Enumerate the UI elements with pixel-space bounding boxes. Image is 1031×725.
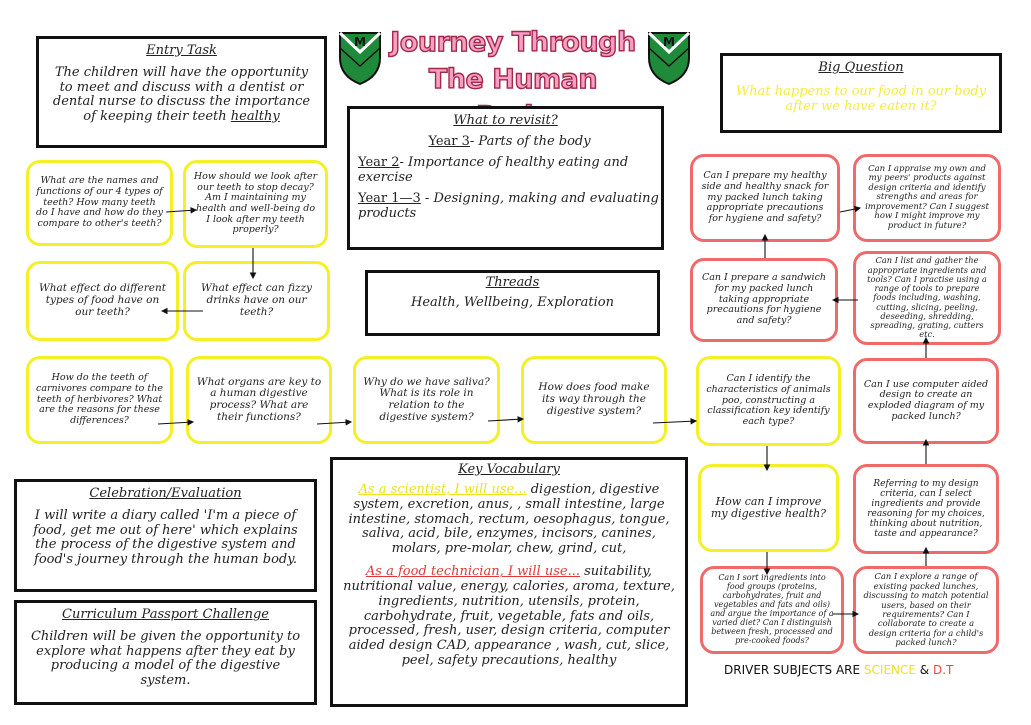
arrow <box>165 207 198 214</box>
passport-text: Children will be given the opportunity t… <box>30 629 301 688</box>
school-logo-right: M <box>647 31 691 86</box>
vocab-science: As a scientist, I will use... digestion,… <box>348 482 670 557</box>
science-question-card: What effect can fizzy drinks have on our… <box>183 261 330 341</box>
vocab-dt-lead: As a food technician, I will use... <box>365 564 580 580</box>
science-question-card: What effect do different types of food h… <box>26 261 179 341</box>
revisit-line-2: Year 2- Importance of healthy eating and… <box>358 155 629 185</box>
entry-task-keyword: healthy <box>230 108 280 124</box>
passport-panel: Curriculum Passport Challenge Children w… <box>14 600 317 705</box>
dt-question-card: Can I explore a range of existing packed… <box>853 566 999 654</box>
vocab-science-lead: As a scientist, I will use... <box>358 482 527 497</box>
entry-task-title: Entry Task <box>146 43 217 58</box>
revisit-panel: What to revisit? Year 3- Parts of the bo… <box>347 106 664 250</box>
entry-task-panel: Entry Task The children will have the op… <box>36 36 327 148</box>
school-logo-left: M <box>338 31 382 86</box>
science-question-card: How should we look after our teeth to st… <box>183 160 328 248</box>
big-question-text: What happens to our food in our body aft… <box>735 84 987 114</box>
threads-panel: Threads Health, Wellbeing, Exploration <box>365 270 660 336</box>
entry-task-text: The children will have the opportunity t… <box>52 65 311 124</box>
vocab-title: Key Vocabulary <box>458 462 560 477</box>
celebration-text: I will write a diary called 'I'm a piece… <box>33 508 298 567</box>
driver-subjects: DRIVER SUBJECTS ARE SCIENCE & D.T <box>724 663 954 677</box>
arrow <box>157 419 195 426</box>
big-question-title: Big Question <box>818 60 904 75</box>
dt-question-card: Can I appraise my own and my peers' prod… <box>853 154 1001 242</box>
arrow <box>487 416 525 423</box>
revisit-line-1: Year 3- Parts of the body <box>428 134 591 149</box>
threads-text: Health, Wellbeing, Exploration <box>411 295 614 310</box>
science-question-card: How can I improve my digestive health? <box>698 464 839 552</box>
vocab-dt: As a food technician, I will use... suit… <box>343 564 675 668</box>
big-question-panel: Big Question What happens to our food in… <box>720 53 1002 133</box>
celebration-panel: Celebration/Evaluation I will write a di… <box>14 479 317 592</box>
dt-question-card: Can I list and gather the appropriate in… <box>853 251 1001 345</box>
dt-question-card: Can I sort ingredients into food groups … <box>700 566 844 654</box>
science-question-card: How does food make its way through the d… <box>521 356 667 444</box>
arrow <box>316 419 353 426</box>
science-question-card: Why do we have saliva? What is its role … <box>353 356 500 444</box>
driver-dt: D.T <box>932 663 954 677</box>
revisit-line-3: Year 1—3 - Designing, making and evaluat… <box>358 191 659 221</box>
dt-question-card: Can I use computer aided design to creat… <box>853 358 999 444</box>
science-question-card: What are the names and functions of our … <box>26 160 173 246</box>
logo-letter: M <box>663 35 675 49</box>
logo-letter: M <box>354 35 366 49</box>
arrow <box>839 205 862 213</box>
dt-question-card: Can I prepare my healthy side and health… <box>690 154 840 242</box>
arrow <box>652 417 698 425</box>
threads-title: Threads <box>485 275 540 290</box>
science-question-card: How do the teeth of carnivores compare t… <box>26 356 173 444</box>
science-question-card: What organs are key to a human digestive… <box>186 356 332 444</box>
passport-title: Curriculum Passport Challenge <box>62 607 269 622</box>
celebration-title: Celebration/Evaluation <box>89 486 242 501</box>
key-vocabulary-panel: Key Vocabulary As a scientist, I will us… <box>330 457 688 707</box>
science-question-card: Can I identify the characteristics of an… <box>696 356 841 446</box>
dt-question-card: Can I prepare a sandwich for my packed l… <box>690 258 838 342</box>
revisit-title: What to revisit? <box>453 113 558 128</box>
driver-science: SCIENCE <box>863 663 916 677</box>
title-line-1: Journey Through <box>390 26 637 58</box>
